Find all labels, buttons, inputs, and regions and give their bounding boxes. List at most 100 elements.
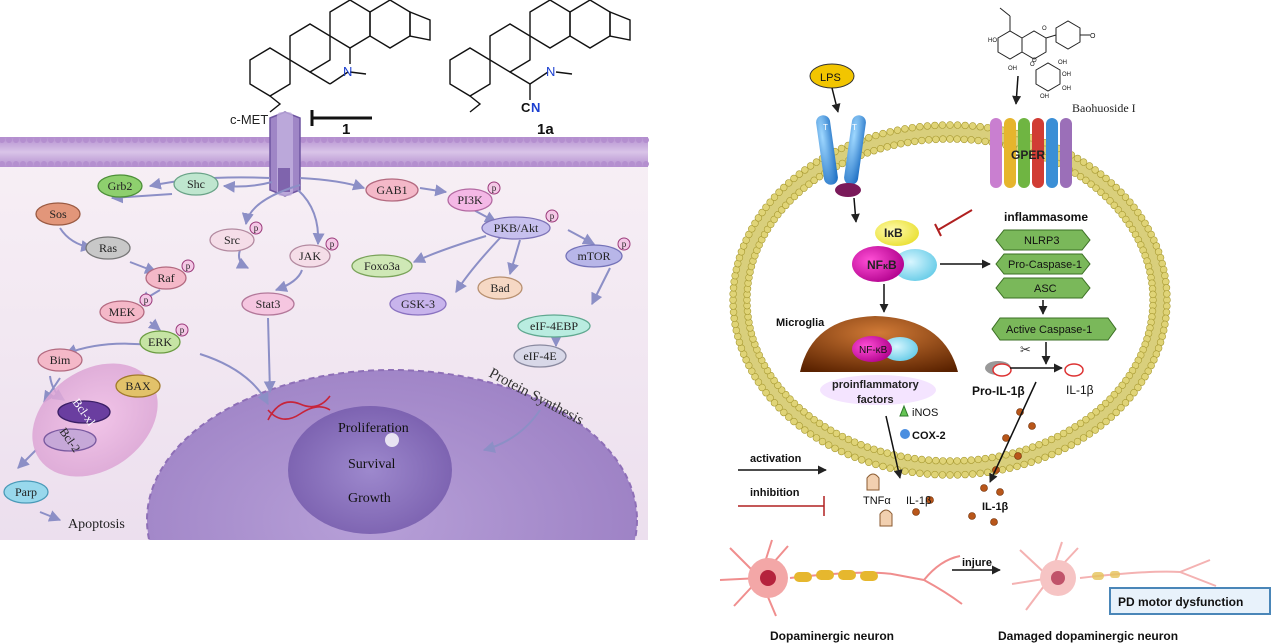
- active-caspase-label: Active Caspase-1: [1006, 324, 1092, 336]
- il1b-secreted-label: IL-1β: [906, 495, 931, 507]
- myelin-sheath: [794, 570, 878, 582]
- node-label-sos: Sos: [49, 207, 67, 221]
- cox2-label: COX-2: [912, 430, 946, 442]
- node-ras: Ras: [85, 236, 131, 260]
- proinflammatory-label-1: proinflammatory: [832, 379, 920, 391]
- compound-1a-cn-c: C: [521, 100, 531, 115]
- node-eif4e: eIF-4E: [513, 344, 567, 368]
- compound-1-label: 1: [342, 121, 350, 138]
- phospho-icon: [139, 293, 153, 307]
- damaged-neuron-label: Damaged dopaminergic neuron: [998, 629, 1178, 643]
- active-caspase-box: [991, 317, 1117, 341]
- inflammasome-label: inflammasome: [1004, 210, 1088, 224]
- node-label-bim: Bim: [50, 353, 71, 367]
- node-label-gsk3: GSK-3: [401, 297, 435, 311]
- tnfa-label: TNFα: [863, 495, 891, 507]
- nfkb-cyan: [893, 249, 937, 281]
- node-gab1: GAB1: [365, 178, 419, 202]
- node-bim: Bim: [37, 348, 83, 372]
- nfkb-magenta: [852, 246, 904, 282]
- inos-label: iNOS: [912, 407, 938, 419]
- node-label-bax: BAX: [125, 379, 151, 393]
- node-label-stat3: Stat3: [256, 297, 281, 311]
- phospho-icon: [181, 259, 195, 273]
- o-label-5: O: [1042, 26, 1047, 32]
- oh-label-7: OH: [1062, 72, 1071, 78]
- scissors-icon: ✂: [1020, 342, 1031, 357]
- right-panel: LPS T T GPER Baohuoside I: [719, 7, 1271, 643]
- oh-label-9: OH: [1062, 86, 1071, 92]
- dysfunction-label: PD motor dysfunction: [1118, 595, 1243, 609]
- nucleus-label-survival: Survival: [348, 457, 396, 472]
- cox2-dot: [900, 429, 910, 439]
- node-gsk3: GSK-3: [389, 292, 447, 316]
- phospho-label: p: [492, 183, 497, 193]
- compound-1-structure: [249, 0, 431, 113]
- phospho-label: p: [180, 325, 185, 335]
- node-bad: Bad: [477, 276, 523, 300]
- pro-caspase-label: Pro-Caspase-1: [1008, 259, 1082, 271]
- node-foxo3a: Foxo3a: [351, 254, 413, 278]
- node-bax: BAX: [115, 374, 161, 398]
- il1b-out-label: IL-1β: [982, 501, 1009, 513]
- phospho-icon: [249, 221, 263, 235]
- ho-label-1: HO: [988, 38, 997, 44]
- asc-label: ASC: [1034, 283, 1057, 295]
- injure-label: injure: [962, 557, 992, 569]
- inflammasome-complex: [995, 229, 1091, 299]
- node-label-mtor: mTOR: [577, 249, 610, 263]
- phospho-icon: [545, 209, 559, 223]
- node-stat3: Stat3: [241, 292, 295, 316]
- tlr4-receptor: [816, 115, 866, 197]
- nlrp3-label: NLRP3: [1024, 235, 1059, 247]
- node-pi3k: PI3K p: [447, 181, 501, 212]
- dysfunction-box: [1109, 587, 1271, 615]
- node-label-eif4e: eIF-4E: [523, 349, 556, 363]
- compound-1a-n: N: [546, 64, 555, 79]
- node-eif4ebp: eIF-4EBP: [517, 314, 591, 338]
- proinflammatory-label-2: factors: [857, 394, 894, 406]
- node-label-parp: Parp: [15, 485, 37, 499]
- node-raf: Raf p: [145, 259, 195, 290]
- nucleus-label-growth: Growth: [348, 491, 391, 506]
- ikb-label: IκB: [884, 226, 903, 240]
- c-met-receptor: [269, 111, 301, 197]
- o-label-6: O: [1032, 58, 1037, 64]
- node-label-mek: MEK: [109, 305, 136, 319]
- il1b-label: IL-1β: [1066, 383, 1094, 397]
- compound-1a-cn-n: N: [531, 100, 540, 115]
- il1b-particles: [912, 408, 1036, 526]
- phospho-label: p: [186, 261, 191, 271]
- microglia-label: Microglia: [776, 317, 825, 329]
- node-label-raf: Raf: [157, 271, 174, 285]
- phospho-label: p: [550, 211, 555, 221]
- apoptosis-label: Apoptosis: [68, 517, 125, 532]
- node-parp: Parp: [3, 480, 49, 504]
- phospho-label: p: [254, 223, 259, 233]
- node-sos: Sos: [35, 202, 81, 226]
- node-grb2: Grb2: [97, 174, 143, 198]
- dna-helix-icon: [267, 395, 331, 421]
- o-label-4: O: [1030, 62, 1035, 68]
- node-label-gab1: GAB1: [376, 183, 407, 197]
- pro-il1b-label: Pro-IL-1β: [972, 384, 1025, 398]
- node-label-erk: ERK: [148, 335, 172, 349]
- neuron-label: Dopaminergic neuron: [770, 629, 894, 643]
- phospho-icon: [175, 323, 189, 337]
- nucleus-nfkb-label: NF-κB: [859, 345, 888, 356]
- legend-activation-label: activation: [750, 453, 802, 465]
- node-label-eif4ebp: eIF-4EBP: [530, 319, 578, 333]
- phospho-icon: [617, 237, 631, 251]
- phospho-icon: [487, 181, 501, 195]
- node-label-pi3k: PI3K: [457, 193, 483, 207]
- node-label-foxo3a: Foxo3a: [364, 259, 401, 273]
- lps-label: LPS: [820, 72, 841, 84]
- gper-receptor: [990, 118, 1072, 188]
- compound-1-n: N: [343, 64, 352, 79]
